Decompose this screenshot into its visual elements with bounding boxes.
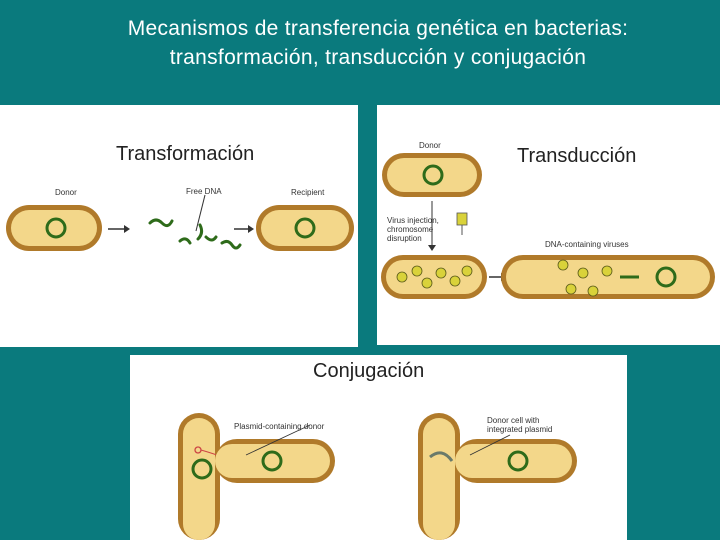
conjugation-diagram [130,355,627,540]
transduction-donor-cell [382,153,482,197]
transduction-diagram [377,105,720,345]
phage-injecting [457,213,467,235]
down-arrow [428,201,436,251]
recipient-cell [256,205,354,251]
arrow-1 [108,225,130,233]
transformation-panel: Transformación Donor Free DNA Recipient [0,105,358,347]
slide-title: Mecanismos de transferencia genética en … [0,14,720,72]
conjugation-recipient-cell [215,439,335,483]
free-dna-fragments [150,220,240,248]
transformation-diagram [0,105,358,347]
recipient-cell-transduction [501,255,715,299]
arrow-2 [234,225,254,233]
donor-cell [6,205,102,251]
infected-cell [381,255,487,299]
transduction-panel: Transducción Donor Virus injection, chro… [377,105,720,345]
title-line-2: transformación, transducción y conjugaci… [0,43,720,72]
integrated-donor-cell [418,413,460,540]
integrated-recipient-cell [455,439,577,483]
title-line-1: Mecanismos de transferencia genética en … [0,14,720,43]
conjugation-panel: Conjugación Plasmid-containing donor Don… [130,355,627,540]
